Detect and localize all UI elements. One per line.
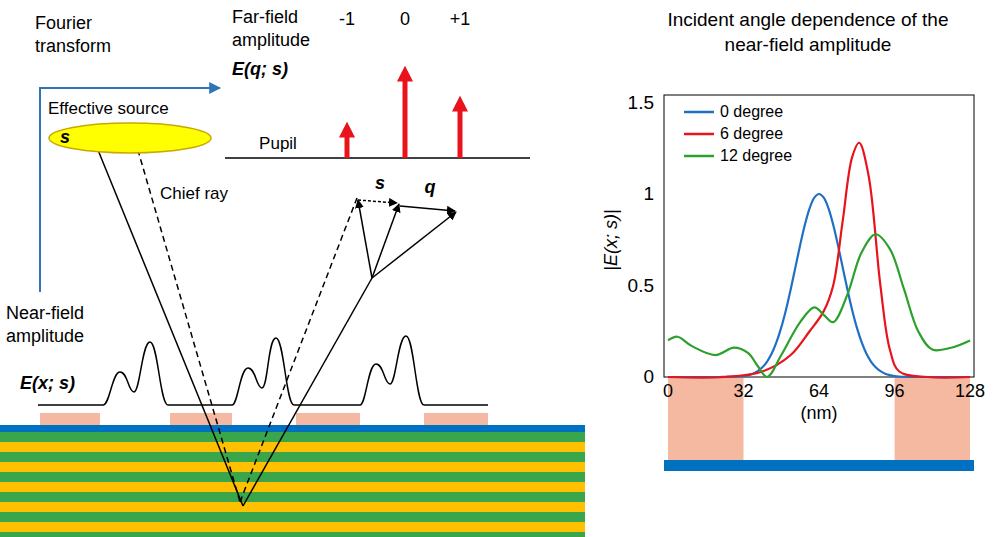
symbol-label: E(x; s) (20, 372, 75, 395)
symbol-label: E(q; s) (232, 58, 288, 81)
absorber-blocks (40, 413, 488, 425)
legend-line (684, 155, 714, 158)
legend-text: 12 degree (720, 146, 792, 167)
reflected-ray (243, 278, 372, 506)
ray-label: Chief ray (160, 183, 228, 205)
order-number: +1 (450, 8, 471, 31)
amplitude-curve (668, 143, 970, 378)
legend-line (684, 111, 714, 114)
vector-label: q (425, 176, 436, 199)
axis-tick: 1 (643, 182, 654, 207)
legend-text: 0 degree (720, 102, 783, 123)
absorber-block (668, 378, 744, 460)
pupil-label: Pupil (259, 133, 297, 155)
order-arrow (458, 102, 463, 158)
axis-tick: 0.5 (628, 274, 654, 299)
axis-tick: 0 (643, 365, 654, 390)
axis-title: (nm) (801, 402, 838, 425)
axis-tick: 1.5 (628, 91, 654, 116)
axis-tick: 128 (955, 380, 985, 403)
source-ellipse: Effective sources (48, 122, 212, 154)
order-number: -1 (339, 8, 355, 31)
pupil-line (225, 157, 530, 159)
axis-tick: 0 (663, 380, 673, 403)
near-field-label: Near-field amplitude (6, 302, 126, 349)
axis-tick: 64 (809, 380, 829, 403)
far-field-label: Far-field amplitude (232, 6, 332, 53)
order-number: 0 (400, 8, 410, 31)
amplitude-curve (668, 234, 970, 377)
axis-tick: 32 (734, 380, 754, 403)
vector-arrow (372, 212, 456, 278)
amplitude-curve (668, 194, 970, 377)
axis-title: |E(x; s)| (600, 209, 623, 270)
order-arrow (345, 128, 350, 158)
incident-ray (98, 150, 243, 506)
process-label: Fourier transform (35, 12, 130, 59)
vector-label: s (375, 172, 385, 195)
reflected-chief-ray (240, 198, 357, 502)
capping-layer (0, 425, 585, 432)
capping-layer (664, 460, 974, 471)
near-field-profile (38, 336, 488, 405)
chart-title: Incident angle dependence of the near-fi… (658, 8, 958, 57)
legend-text: 6 degree (720, 124, 783, 145)
ellipse-shape (48, 122, 212, 154)
node-heading: Effective source (48, 98, 169, 120)
legend-line (684, 133, 714, 136)
curve-group (668, 143, 970, 378)
symbol-label: s (60, 126, 70, 149)
axis-tick: 96 (885, 380, 905, 403)
q-vector (400, 206, 455, 211)
order-arrow (403, 72, 408, 158)
chief-ray (135, 140, 240, 502)
vector-arrow (358, 200, 372, 278)
legend-group (684, 112, 714, 156)
multilayer (0, 432, 585, 537)
plot-frame (664, 95, 974, 377)
s-vector (358, 200, 397, 203)
